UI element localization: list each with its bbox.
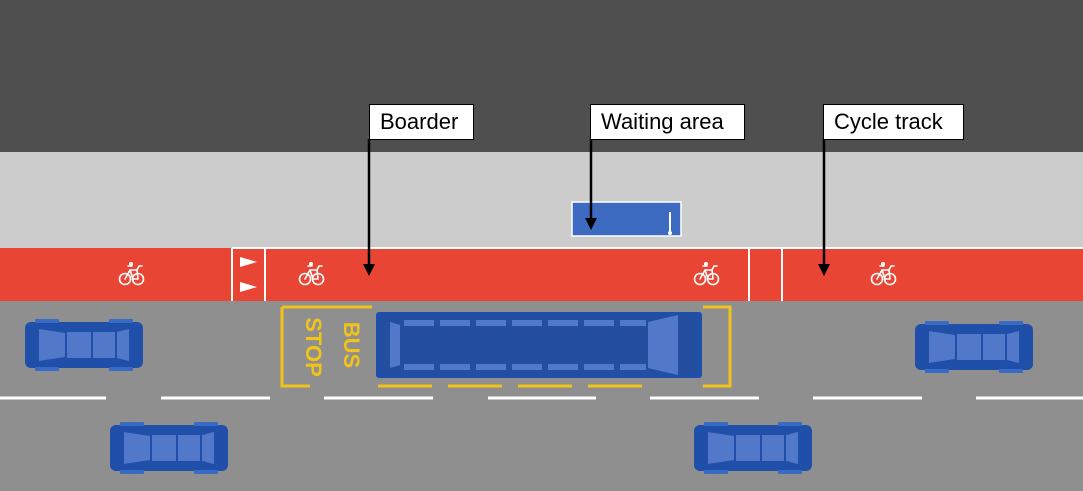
callout-arrow-cycle-track bbox=[818, 139, 830, 276]
shelter-sign-post bbox=[668, 231, 672, 235]
bus bbox=[376, 312, 702, 378]
bus-stop-text-line1: BUS bbox=[339, 322, 364, 368]
bus-stop-box-marking bbox=[280, 305, 732, 388]
cycle-track-right bbox=[782, 248, 1083, 301]
callout-waiting-area: Waiting area bbox=[590, 104, 745, 140]
callout-boarder: Boarder bbox=[369, 104, 474, 140]
sidewalk bbox=[0, 152, 1083, 248]
callout-cycle-track: Cycle track bbox=[823, 104, 964, 140]
bus-stop-text-line2: STOP bbox=[301, 317, 326, 377]
car bbox=[25, 319, 143, 371]
cycle-track-left bbox=[0, 248, 232, 301]
car bbox=[694, 422, 812, 474]
shark-tooth-marking bbox=[240, 282, 257, 292]
callout-arrow-boarder bbox=[363, 139, 375, 276]
car bbox=[110, 422, 228, 474]
callout-arrow-waiting-area bbox=[585, 139, 597, 230]
shark-tooth-marking bbox=[240, 257, 257, 267]
cycle-track-boarder bbox=[232, 248, 782, 301]
car bbox=[915, 321, 1033, 373]
